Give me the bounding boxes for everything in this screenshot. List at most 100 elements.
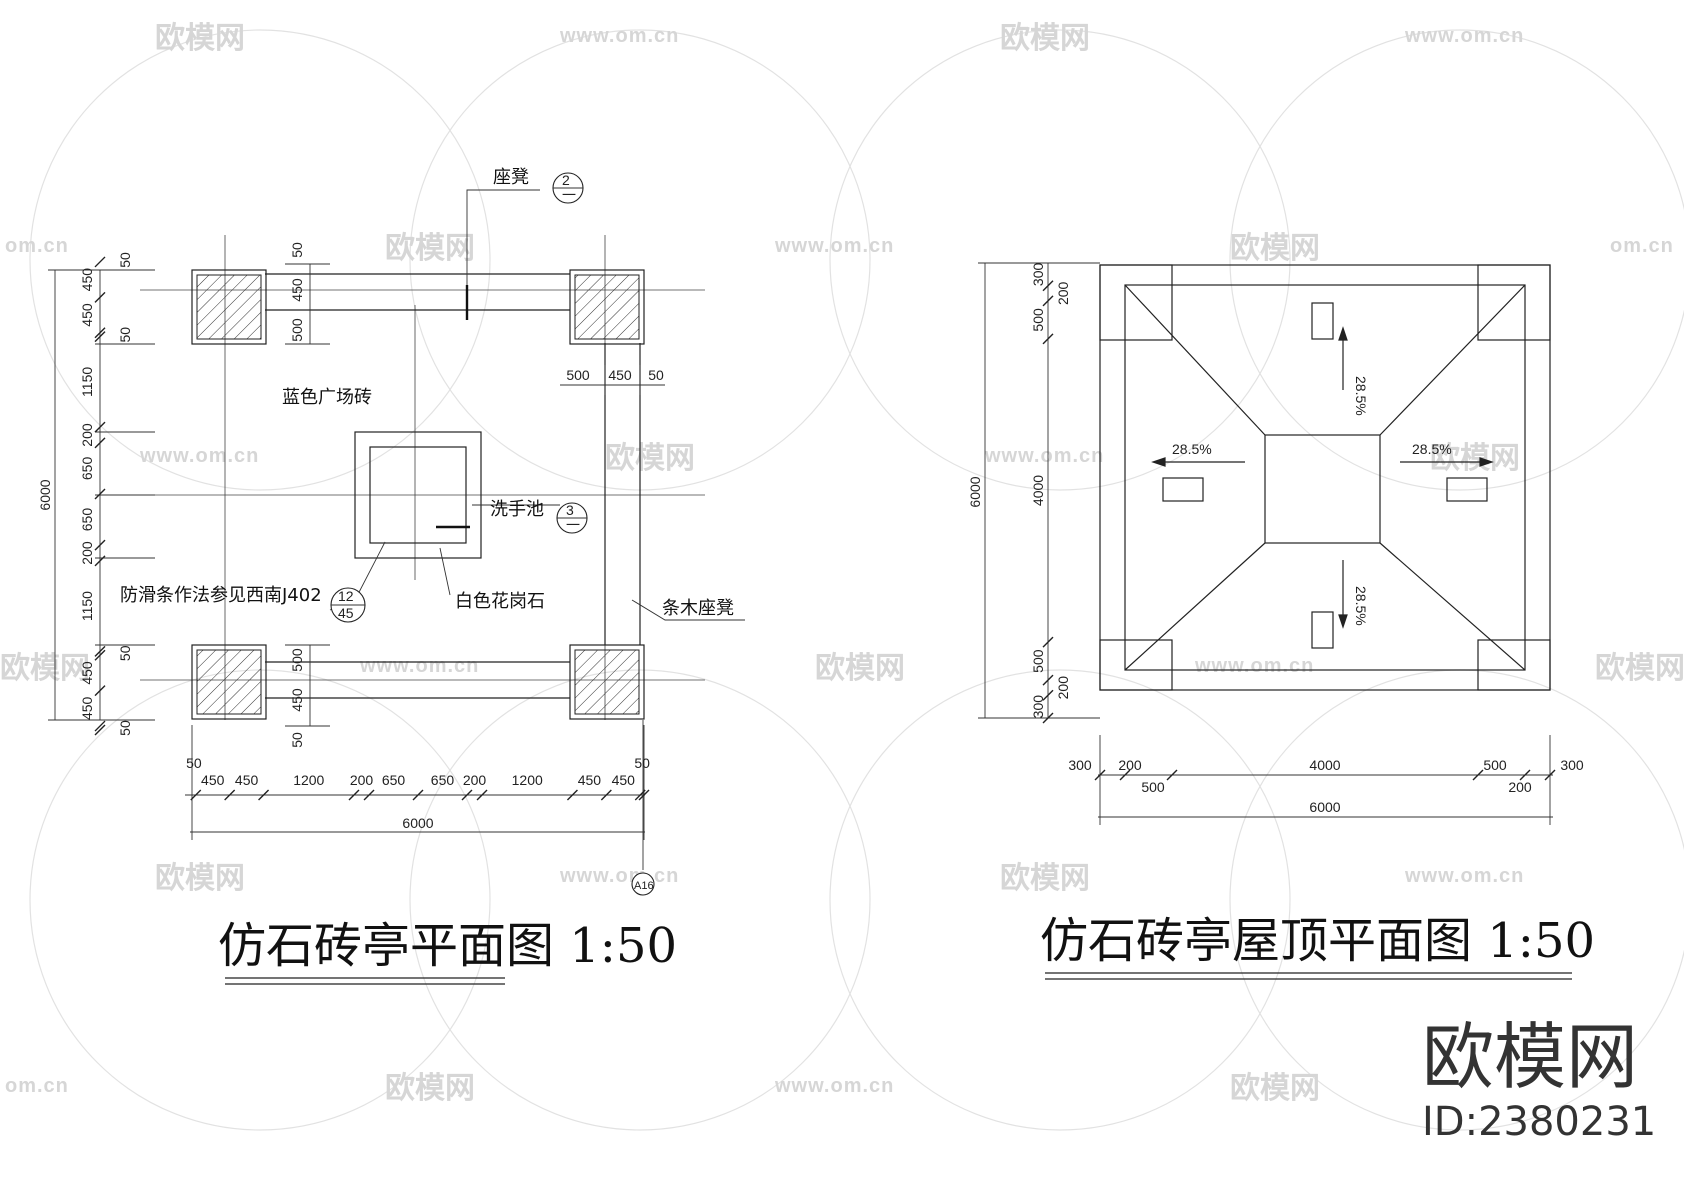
roof-plan-title: 仿石砖亭屋顶平面图 1:50: [1040, 913, 1595, 969]
floor-left-dim: 200: [79, 541, 95, 565]
floor-left-dim: 1150: [79, 591, 95, 621]
floor-bottom-dim: 200: [463, 772, 487, 788]
roof-left-dim: 200: [1055, 676, 1071, 700]
plaza-tile-label: 蓝色广场砖: [282, 387, 372, 408]
floor-inner-dim: 450: [289, 688, 305, 712]
floor-inner-dim: 50: [289, 242, 305, 258]
slope-label-left: 28.5%: [1172, 441, 1212, 457]
watermark-url: www.om.cn: [984, 445, 1104, 467]
floor-right-dim: 450: [608, 367, 632, 383]
floor-left-dim: 450: [79, 696, 95, 720]
floor-bottom-dim: 50: [186, 755, 202, 771]
watermark-brand: 欧模网: [1000, 861, 1090, 896]
roof-bottom-dim: 4000: [1309, 757, 1340, 773]
floor-bottom-dim: 50: [634, 755, 650, 771]
axis-ref-label: A16: [634, 880, 654, 892]
floor-bottom-dim: 450: [235, 772, 259, 788]
floor-left-total: 6000: [37, 479, 53, 510]
floor-left-dim: 50: [117, 645, 133, 661]
roof-bottom-dim: 300: [1560, 757, 1584, 773]
bench-ref-sheet: 一: [562, 187, 576, 203]
floor-inner-dim: 50: [289, 732, 305, 748]
watermark-brand: 欧模网: [605, 441, 695, 476]
sink-ref-sheet: 一: [566, 517, 580, 533]
watermark-brand: 欧模网: [1430, 441, 1520, 476]
watermark-url: www.om.cn: [1404, 865, 1524, 887]
watermark-url: www.om.cn: [774, 1075, 894, 1097]
floor-left-dim: 450: [79, 303, 95, 327]
bench-label: 座凳: [493, 167, 529, 188]
roof-bottom-dim: 500: [1483, 757, 1507, 773]
roof-bottom-dim: 500: [1141, 779, 1165, 795]
watermark-url: www.om.cn: [559, 25, 679, 47]
brand-name: 欧模网: [1422, 1015, 1638, 1099]
floor-left-dim: 200: [79, 423, 95, 447]
roof-bottom-dim: 200: [1118, 757, 1142, 773]
slope-label-bottom: 28.5%: [1353, 586, 1369, 626]
brand-id: ID:2380231: [1422, 1099, 1656, 1145]
watermark-brand: 欧模网: [155, 861, 245, 896]
watermark-url: om.cn: [1610, 235, 1674, 257]
floor-left-dim: 450: [79, 661, 95, 685]
floor-plan: 座凳 2 一 蓝色广场砖 洗手池 3 一 防滑条作法参见西南J402 12 45…: [37, 167, 745, 985]
watermark-url: www.om.cn: [359, 655, 479, 677]
floor-left-dim: 50: [117, 720, 133, 736]
floor-left-dim: 50: [117, 327, 133, 343]
floor-inner-dim: 450: [289, 278, 305, 302]
sink: [354, 431, 482, 559]
roof-left-dim: 4000: [1030, 475, 1046, 506]
sink-label: 洗手池: [490, 499, 544, 520]
watermark-brand: 欧模网: [385, 231, 475, 266]
floor-bottom-dim: 650: [382, 772, 406, 788]
floor-bottom-dim: 450: [612, 772, 636, 788]
floor-inner-left-dims: 50 450 500 500 450 50: [289, 242, 305, 748]
watermark-brand: 欧模网: [1230, 231, 1320, 266]
wood-bench-label: 条木座凳: [662, 598, 734, 619]
floor-left-dim: 650: [79, 508, 95, 532]
roof-left-dim: 200: [1055, 281, 1071, 305]
watermark-layer: 欧模网 www.om.cn 欧模网 www.om.cn om.cn 欧模网 ww…: [0, 21, 1684, 1131]
roof-bottom-dim: 300: [1068, 757, 1092, 773]
floor-inner-dim: 500: [289, 318, 305, 342]
floor-bottom-dim-lines: [185, 725, 645, 840]
roof-bottom-total: 6000: [1309, 799, 1340, 815]
watermark-url: om.cn: [5, 1075, 69, 1097]
floor-bottom-dim: 1200: [512, 772, 543, 788]
floor-bottom-dim: 450: [578, 772, 602, 788]
floor-right-dim-lines: [560, 365, 665, 395]
granite-label: 白色花岗石: [455, 591, 545, 612]
floor-left-dim-lines: [48, 263, 330, 727]
roof-left-dim: 500: [1030, 308, 1046, 332]
floor-bottom-dim: 650: [431, 772, 455, 788]
column-top-left: [191, 269, 267, 345]
column-bottom-right: [569, 644, 645, 720]
slope-arrows: [1151, 326, 1494, 629]
anti-slip-ref-number: 12: [338, 588, 354, 604]
floor-left-dim: 450: [79, 268, 95, 292]
bench-bottom: [265, 661, 570, 699]
slope-label-top: 28.5%: [1353, 376, 1369, 416]
bench-top: [265, 273, 570, 311]
column-bottom-left: [191, 644, 267, 720]
watermark-brand: 欧模网: [385, 1071, 475, 1106]
watermark-url: www.om.cn: [774, 235, 894, 257]
slope-label-right: 28.5%: [1412, 441, 1452, 457]
anti-slip-note: 防滑条作法参见西南J402: [120, 585, 322, 606]
roof-outline: [1099, 264, 1551, 691]
floor-inner-dim: 500: [289, 648, 305, 672]
watermark-brand: 欧模网: [1595, 651, 1684, 686]
watermark-brand: 欧模网: [0, 651, 90, 686]
roof-left-total: 6000: [967, 476, 983, 507]
floor-left-dim: 650: [79, 457, 95, 481]
floor-bottom-dim: 450: [201, 772, 225, 788]
watermark-url: www.om.cn: [139, 445, 259, 467]
floor-bottom-dim: 200: [350, 772, 374, 788]
bench-ref-number: 2: [562, 172, 570, 188]
floor-bottom-total: 6000: [402, 815, 433, 831]
column-top-right: [569, 269, 645, 345]
roof-plan: 28.5% 28.5% 28.5% 28.5% 300 200 500 4000 500…: [967, 262, 1595, 980]
